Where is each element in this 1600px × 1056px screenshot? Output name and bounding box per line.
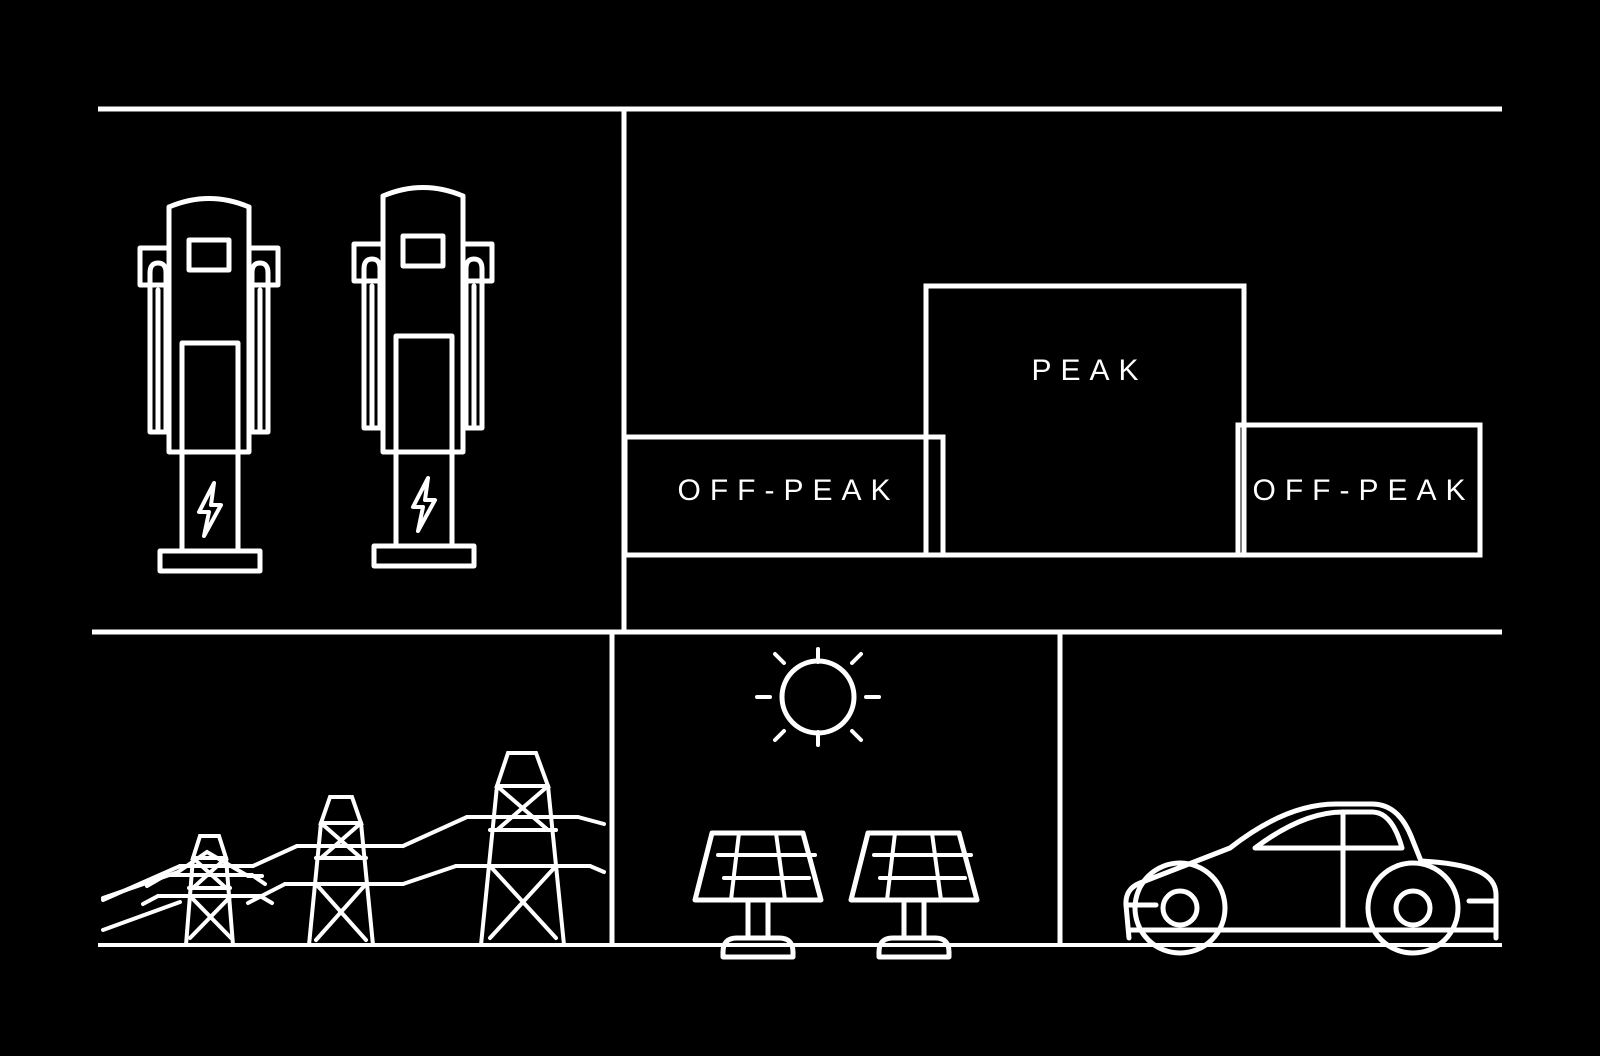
sun-rays xyxy=(755,647,881,747)
sun-ray-se xyxy=(850,729,863,742)
solar-panel-left-foot xyxy=(720,935,796,960)
charger-holster-right xyxy=(460,241,495,284)
solar-panel-right[interactable] xyxy=(848,830,980,960)
charger-body xyxy=(393,333,455,549)
solar-panel-left-grid xyxy=(716,831,817,902)
charger-holster-right xyxy=(246,245,281,288)
solar-panel-right-foot xyxy=(876,935,952,960)
charger-head xyxy=(166,204,252,455)
charger-unit-right[interactable] xyxy=(351,185,495,569)
charger-base xyxy=(371,543,477,569)
rate-chart-panel xyxy=(622,283,1483,558)
tower-large-cap xyxy=(494,751,551,788)
bar-label-peak: PEAK xyxy=(1031,354,1148,387)
car-window-front xyxy=(1252,809,1346,851)
divider-lines xyxy=(609,109,1063,945)
bar-off-peak-left[interactable] xyxy=(622,434,946,558)
tower-large xyxy=(401,751,606,947)
tower-medium-stay-right xyxy=(371,844,405,886)
sun-ray-nw xyxy=(773,652,786,665)
solar-panel-left-face xyxy=(692,830,824,903)
car-wheel-rear-hub xyxy=(1393,888,1433,928)
lightning-bolt-icon xyxy=(197,481,223,538)
tower-medium-cross-lower xyxy=(314,882,368,942)
car-wheel-front xyxy=(1132,860,1228,956)
tower-medium-cap xyxy=(318,795,364,825)
tower-large-stay-right xyxy=(576,815,606,874)
solar-panel-right-stem xyxy=(901,897,927,941)
charger-holster-left xyxy=(137,245,172,288)
car-wheel-rear xyxy=(1365,860,1461,956)
power-line-a2 xyxy=(101,900,182,932)
solar-panel-left-stem xyxy=(745,897,771,941)
charger-nozzle-left xyxy=(147,260,169,435)
tower-small-cross-upper xyxy=(191,856,228,890)
tower-large-legs xyxy=(479,784,566,947)
tower-medium-legs xyxy=(307,821,375,947)
electric-car-panel xyxy=(1123,801,1499,956)
charger-nozzle-left xyxy=(361,256,383,431)
tower-large-stay-left xyxy=(401,815,469,886)
charger-display-screen[interactable] xyxy=(186,237,232,273)
charger-unit-left[interactable] xyxy=(137,196,281,574)
bar-peak[interactable] xyxy=(923,283,1247,558)
charger-nozzle-right xyxy=(249,260,271,435)
solar-panel-right-grid xyxy=(872,831,973,902)
solar-panel-panel xyxy=(692,647,980,960)
sun-ray-ne xyxy=(850,652,863,665)
tower-medium-cross-upper xyxy=(319,821,363,860)
tower-small-cross-lower xyxy=(188,894,233,940)
charger-base xyxy=(157,548,263,574)
bar-label-off-peak-left: OFF-PEAK xyxy=(677,474,900,507)
tower-small-stay-left xyxy=(141,873,168,906)
frame-lines xyxy=(92,106,1502,947)
lightning-bolt-icon xyxy=(411,476,437,533)
transmission-towers-panel xyxy=(101,751,606,947)
tower-small-legs xyxy=(184,856,235,947)
sun-icon xyxy=(755,647,881,747)
bar-label-off-peak-right: OFF-PEAK xyxy=(1252,474,1475,507)
sun-ray-sw xyxy=(773,729,786,742)
charger-hood xyxy=(166,196,252,210)
sun-disc xyxy=(779,658,857,736)
tower-large-cross-upper xyxy=(495,784,550,832)
charger-head xyxy=(380,193,466,455)
tower-medium xyxy=(246,795,405,947)
car-wheel-front-hub xyxy=(1160,888,1200,928)
charger-hood xyxy=(380,185,466,199)
ev-chargers-panel xyxy=(137,185,495,574)
charger-body xyxy=(179,340,241,554)
car-window-rear xyxy=(1340,809,1405,851)
tower-large-cross-lower xyxy=(488,864,558,940)
solar-panel-right-face xyxy=(848,830,980,903)
bar-off-peak-right[interactable] xyxy=(1235,422,1483,558)
solar-panel-left[interactable] xyxy=(692,830,824,960)
power-lines xyxy=(101,849,264,932)
car-body xyxy=(1123,801,1499,941)
charger-holster-left xyxy=(351,241,386,284)
charger-display-screen[interactable] xyxy=(400,233,446,269)
charger-nozzle-right xyxy=(463,256,485,431)
tower-medium-stay-left xyxy=(246,844,299,905)
electric-car-icon[interactable] xyxy=(1123,801,1499,956)
